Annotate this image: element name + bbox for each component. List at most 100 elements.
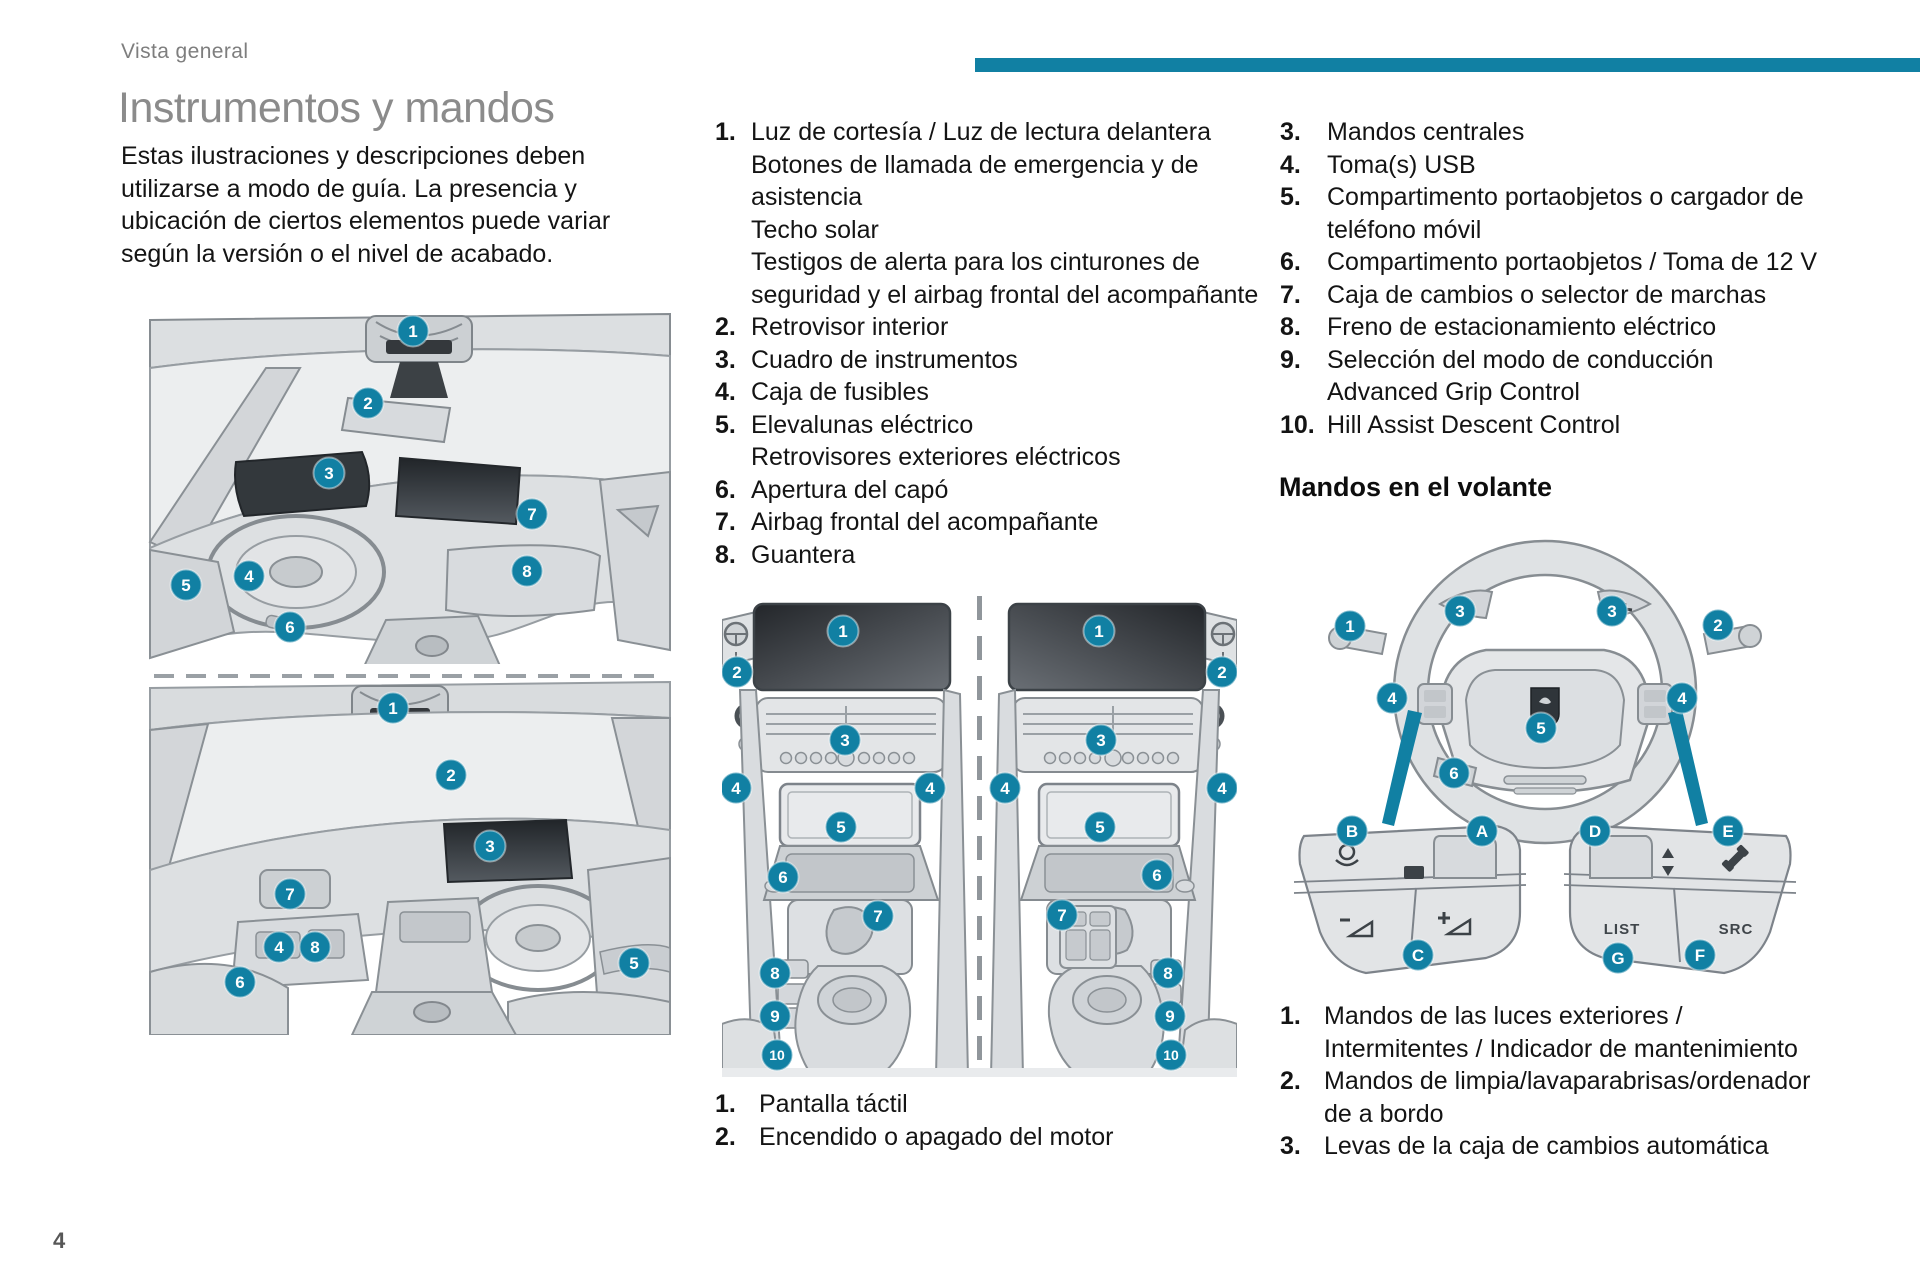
marker-circle	[1335, 814, 1369, 848]
marker-label: 7	[1057, 906, 1066, 925]
intro-paragraph: Estas ilustraciones y descripciones debe…	[121, 142, 611, 268]
marker-label: 10	[769, 1047, 785, 1063]
src-button-label: SRC	[1719, 921, 1754, 938]
marker-circle	[826, 614, 860, 648]
marker-circle	[223, 965, 257, 999]
list-item-text: Apertura del capó	[751, 475, 949, 504]
list-item-text: Luz de cortesía / Luz de lectura delante…	[751, 118, 1259, 309]
pointer-wedge-left	[1382, 710, 1422, 826]
marker-circle	[1140, 858, 1174, 892]
marker-label: 6	[1449, 764, 1458, 783]
marker-label: A	[1476, 822, 1488, 841]
marker-circle	[1151, 956, 1185, 990]
list-item: 5.Compartimento portaobjetos o cargador …	[1280, 181, 1817, 246]
list-item: 4.Caja de fusibles	[715, 376, 1258, 409]
marker-circle	[1465, 814, 1499, 848]
marker-circle	[861, 899, 895, 933]
list-item-text: Caja de fusibles	[751, 378, 929, 406]
marker-circle	[169, 568, 203, 602]
ground-strip	[722, 1068, 1237, 1077]
marker-circle	[1045, 898, 1079, 932]
marker-circle	[434, 758, 468, 792]
marker-circle	[988, 771, 1022, 805]
marker-circle	[617, 946, 651, 980]
marker-label: 5	[1095, 818, 1104, 837]
marker-circle	[1153, 999, 1187, 1033]
list-item-text: Hill Assist Descent Control	[1327, 410, 1621, 439]
marker-circle	[376, 691, 410, 725]
list-item-number: 2.	[1280, 1067, 1301, 1095]
marker-label: 3	[840, 731, 849, 750]
list-item-number: 8.	[715, 540, 736, 569]
marker-circle	[473, 829, 507, 863]
marker-circle	[1595, 594, 1629, 628]
list-item-text: Guantera	[751, 540, 856, 569]
marker-label: 3	[1455, 602, 1464, 621]
marker-circle	[760, 1038, 794, 1072]
page-number: 4	[53, 1228, 66, 1253]
list-item-number: 6.	[715, 475, 736, 504]
list-item: 1.Mandos de las luces exteriores /Interm…	[1280, 1000, 1810, 1065]
marker-label: 4	[1217, 779, 1227, 798]
list-item-number: 3.	[715, 345, 736, 374]
marker-label: 1	[1345, 617, 1354, 636]
marker-circle	[232, 559, 266, 593]
marker-circle	[824, 810, 858, 844]
list-item: 3.Cuadro de instrumentos	[715, 344, 1258, 377]
marker-circle	[273, 877, 307, 911]
marker-circle	[758, 999, 792, 1033]
list-item: 7. Airbag frontal del acompañante	[715, 506, 1258, 539]
list-item: 7.Caja de cambios o selector de marchas	[1280, 279, 1817, 312]
marker-label: 6	[1152, 866, 1161, 885]
list-item-text: Compartimento portaobjetos / Toma de 12 …	[1327, 248, 1818, 276]
marker-label: 6	[778, 868, 787, 887]
list-item-text: Compartimento portaobjetos o cargador de…	[1327, 183, 1804, 244]
marker-circle	[312, 456, 346, 490]
marker-circle	[1711, 814, 1745, 848]
list-item-number: 2.	[715, 313, 736, 341]
marker-label: 7	[285, 885, 294, 904]
marker-label: 1	[388, 699, 397, 718]
list-item: 2.Encendido o apagado del motor	[715, 1121, 1113, 1154]
marker-circle	[396, 314, 430, 348]
list-item-number: 3.	[1280, 1132, 1301, 1160]
marker-circle	[1375, 681, 1409, 715]
marker-label: 8	[310, 938, 319, 957]
page-title: Instrumentos y mandos	[118, 84, 555, 132]
marker-circle	[510, 554, 544, 588]
marker-label: 5	[1536, 719, 1545, 738]
phone-icon	[1721, 844, 1749, 872]
marker-circle	[758, 956, 792, 990]
dashboard-bottom-view	[149, 680, 671, 1035]
list-item-text: Airbag frontal del acompañante	[751, 508, 1099, 536]
marker-circle	[766, 860, 800, 894]
volume-down-icon	[1340, 918, 1374, 938]
marker-label: 4	[1677, 689, 1687, 708]
list-item: 2.Retrovisor interior	[715, 311, 1258, 344]
list-item-text: Pantalla táctil	[759, 1090, 908, 1118]
list-item-number: 1.	[1280, 1002, 1301, 1030]
marker-label: 2	[1713, 616, 1722, 635]
marker-label: 4	[731, 779, 741, 798]
marker-circle	[1154, 1038, 1188, 1072]
marker-label: 3	[1096, 731, 1105, 750]
marker-label: 3	[485, 837, 494, 856]
marker-label: 10	[1163, 1047, 1179, 1063]
marker-label: 8	[1163, 964, 1172, 983]
marker-circle	[1443, 594, 1477, 628]
list-item-number: 7.	[715, 508, 736, 536]
list-item: 10.Hill Assist Descent Control	[1280, 409, 1817, 442]
marker-label: 1	[408, 322, 417, 341]
marker-label: 9	[770, 1007, 779, 1026]
marker-circle	[722, 655, 754, 689]
marker-label: 5	[629, 954, 638, 973]
